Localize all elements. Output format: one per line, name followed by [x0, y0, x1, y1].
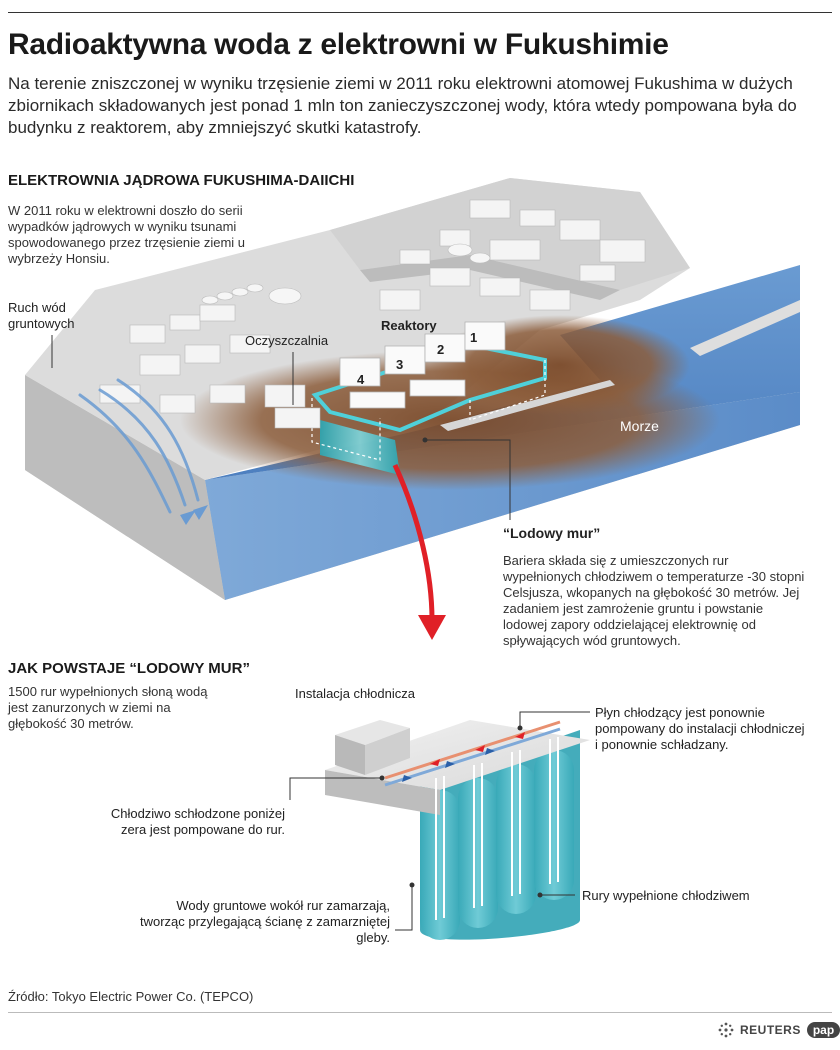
howto-intro: 1500 rur wypełnionych słoną wodą jest za…	[8, 684, 208, 731]
surface-pipes	[384, 720, 561, 787]
reactor-number-3: 3	[396, 357, 404, 372]
red-arrow-shaft	[392, 463, 435, 621]
flow-arrows-red	[430, 732, 525, 766]
ground-left-face	[25, 375, 225, 600]
groundwater-label: Ruch wód gruntowych	[8, 300, 75, 331]
lead-paragraph: Na terenie zniszczonej w wyniku trzęsien…	[8, 74, 797, 137]
leader-groundwater-freeze	[395, 885, 413, 931]
cliff-step	[360, 255, 620, 300]
page-title: Radioaktywna woda z elektrowni w Fukushi…	[8, 28, 669, 61]
leader-coolant-return-dot	[517, 725, 523, 731]
cooling-box-side	[365, 728, 410, 775]
breakwater	[690, 300, 800, 356]
groundwater-arrowhead-2	[193, 505, 208, 520]
footer-logos: REUTERS pap	[718, 1022, 840, 1038]
pap-logo: pap	[806, 1022, 840, 1038]
leader-coolant-return	[519, 711, 590, 728]
footer-rule	[8, 1012, 832, 1013]
reactors-label: Reaktory	[381, 318, 437, 333]
cooling-box-front	[335, 735, 365, 775]
reuters-dots-icon	[718, 1022, 734, 1038]
groundwater-freeze-label: Wody gruntowe wokół rur zamarzają, tworz…	[140, 898, 390, 945]
leader-coolant-in	[289, 777, 382, 800]
sea-label: Morze	[620, 418, 659, 434]
buildings	[99, 199, 646, 429]
coolant-return-label: Płyn chłodzący jest ponownie pompowany d…	[595, 705, 805, 752]
cut-lines	[311, 360, 546, 461]
reactor-number-2: 2	[437, 342, 445, 357]
source-note: Źródło: Tokyo Electric Power Co. (TEPCO)	[8, 989, 254, 1004]
plant-note: W 2011 roku w elektrowni doszło do serii…	[8, 203, 246, 266]
vertical-pipes	[435, 737, 559, 920]
ground-slab-front	[325, 770, 440, 815]
pipes-label: Rury wypełnione chłodziwem	[582, 888, 750, 903]
sea-surface	[205, 265, 800, 480]
leader-pipes-dot	[537, 892, 543, 898]
ice-wall-title: “Lodowy mur”	[503, 525, 601, 541]
leader-ice-wall	[425, 439, 511, 520]
leader-coolant-in-dot	[379, 775, 385, 781]
reactor-number-4: 4	[357, 372, 365, 387]
leader-ice-wall-dot	[422, 437, 428, 443]
howto-heading: JAK POWSTAJE “LODOWY MUR”	[8, 660, 250, 677]
top-rule	[8, 12, 832, 13]
reactor-number-1: 1	[470, 330, 478, 345]
cooling-box-top	[335, 720, 410, 745]
pier	[440, 380, 615, 431]
frozen-columns	[420, 750, 574, 940]
treatment-label: Oczyszczalnia	[245, 333, 329, 348]
flow-arrows-blue	[402, 748, 495, 782]
reactor-blocks	[339, 321, 506, 409]
plant-heading: ELEKTROWNIA JĄDROWA FUKUSHIMA-DAIICHI	[8, 172, 355, 189]
groundwater-arrowhead-1	[180, 510, 196, 525]
storage-tanks	[201, 243, 491, 305]
ice-wall-text: Bariera składa się z umieszczonych rur w…	[503, 553, 805, 648]
ice-wall-underground	[320, 420, 400, 475]
groundwater-arrows	[78, 378, 200, 514]
reuters-logo: REUTERS	[740, 1023, 801, 1037]
red-arrow-head	[418, 615, 446, 640]
cooling-plant-label: Instalacja chłodnicza	[295, 686, 415, 701]
leader-groundwater-freeze-dot	[409, 882, 415, 888]
coolant-in-label: Chłodziwo schłodzone poniżej zera jest p…	[110, 806, 285, 837]
